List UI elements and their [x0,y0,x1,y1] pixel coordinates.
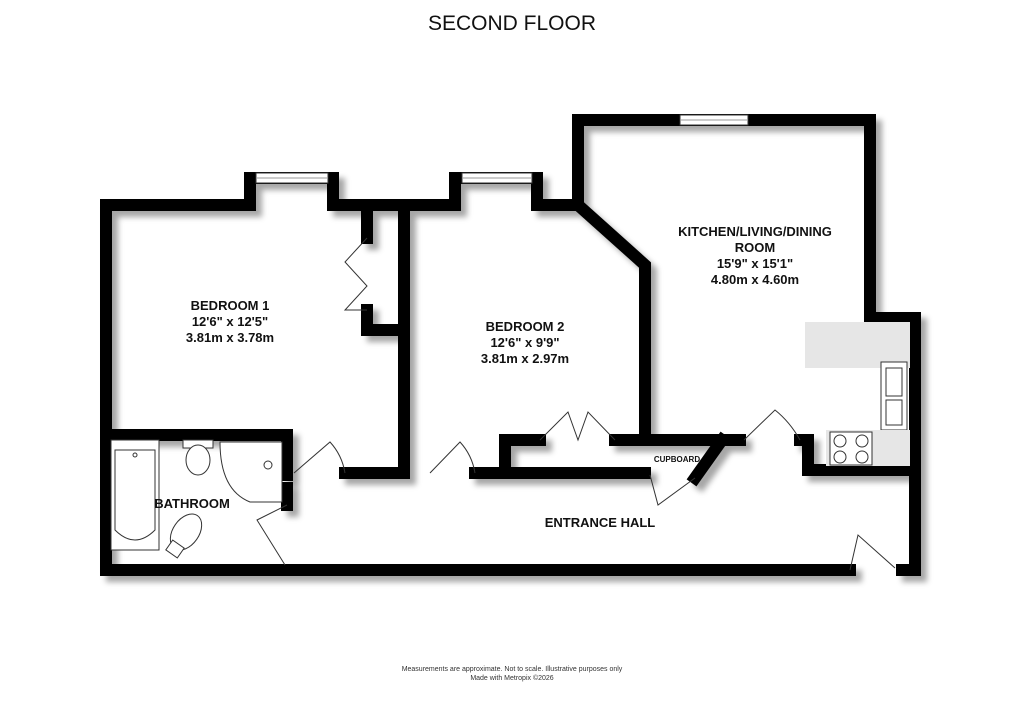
room-size-imperial: 12'6" x 12'5" [192,314,268,329]
room-size-imperial: 15'9" x 15'1" [717,256,793,271]
window [255,172,329,184]
window [679,114,749,126]
shower-icon [219,441,283,503]
room-bedroom-2: BEDROOM 2 12'6" x 9'9" 3.81m x 2.97m [481,319,569,366]
room-cupboard: CUPBOARD [654,455,700,464]
room-name: ROOM [735,240,775,255]
walls [100,114,921,576]
wardrobe-door [343,237,368,311]
room-size-imperial: 12'6" x 9'9" [490,335,559,350]
credit: Made with Metropix ©2026 [470,675,554,682]
door [293,441,346,474]
door [649,474,696,506]
door [429,441,476,474]
room-bedroom-1: BEDROOM 1 12'6" x 12'5" 3.81m x 3.78m [186,298,274,345]
sink-icon [880,361,908,431]
door [743,409,801,441]
footer: Measurements are approximate. Not to sca… [0,665,1024,683]
room-size-metric: 3.81m x 3.78m [186,330,274,345]
disclaimer: Measurements are approximate. Not to sca… [401,666,623,673]
window [461,172,533,184]
door [539,411,616,442]
bath-icon [110,439,160,551]
room-name: BEDROOM 1 [191,298,270,313]
room-kitchen: KITCHEN/LIVING/DINING ROOM 15'9" x 15'1"… [678,224,832,287]
kitchen-counter [805,322,910,368]
room-name: BEDROOM 2 [486,319,565,334]
room-entrance-hall: ENTRANCE HALL [545,515,656,530]
room-bathroom: BATHROOM [154,496,230,511]
room-name: KITCHEN/LIVING/DINING [678,224,832,239]
door [256,504,288,566]
hob-icon [829,431,873,466]
entrance-door [849,534,896,571]
floor-title: SECOND FLOOR [427,12,597,35]
room-size-metric: 4.80m x 4.60m [711,272,799,287]
basin-icon [182,439,214,476]
toilet-icon [165,513,203,559]
room-size-metric: 3.81m x 2.97m [481,351,569,366]
